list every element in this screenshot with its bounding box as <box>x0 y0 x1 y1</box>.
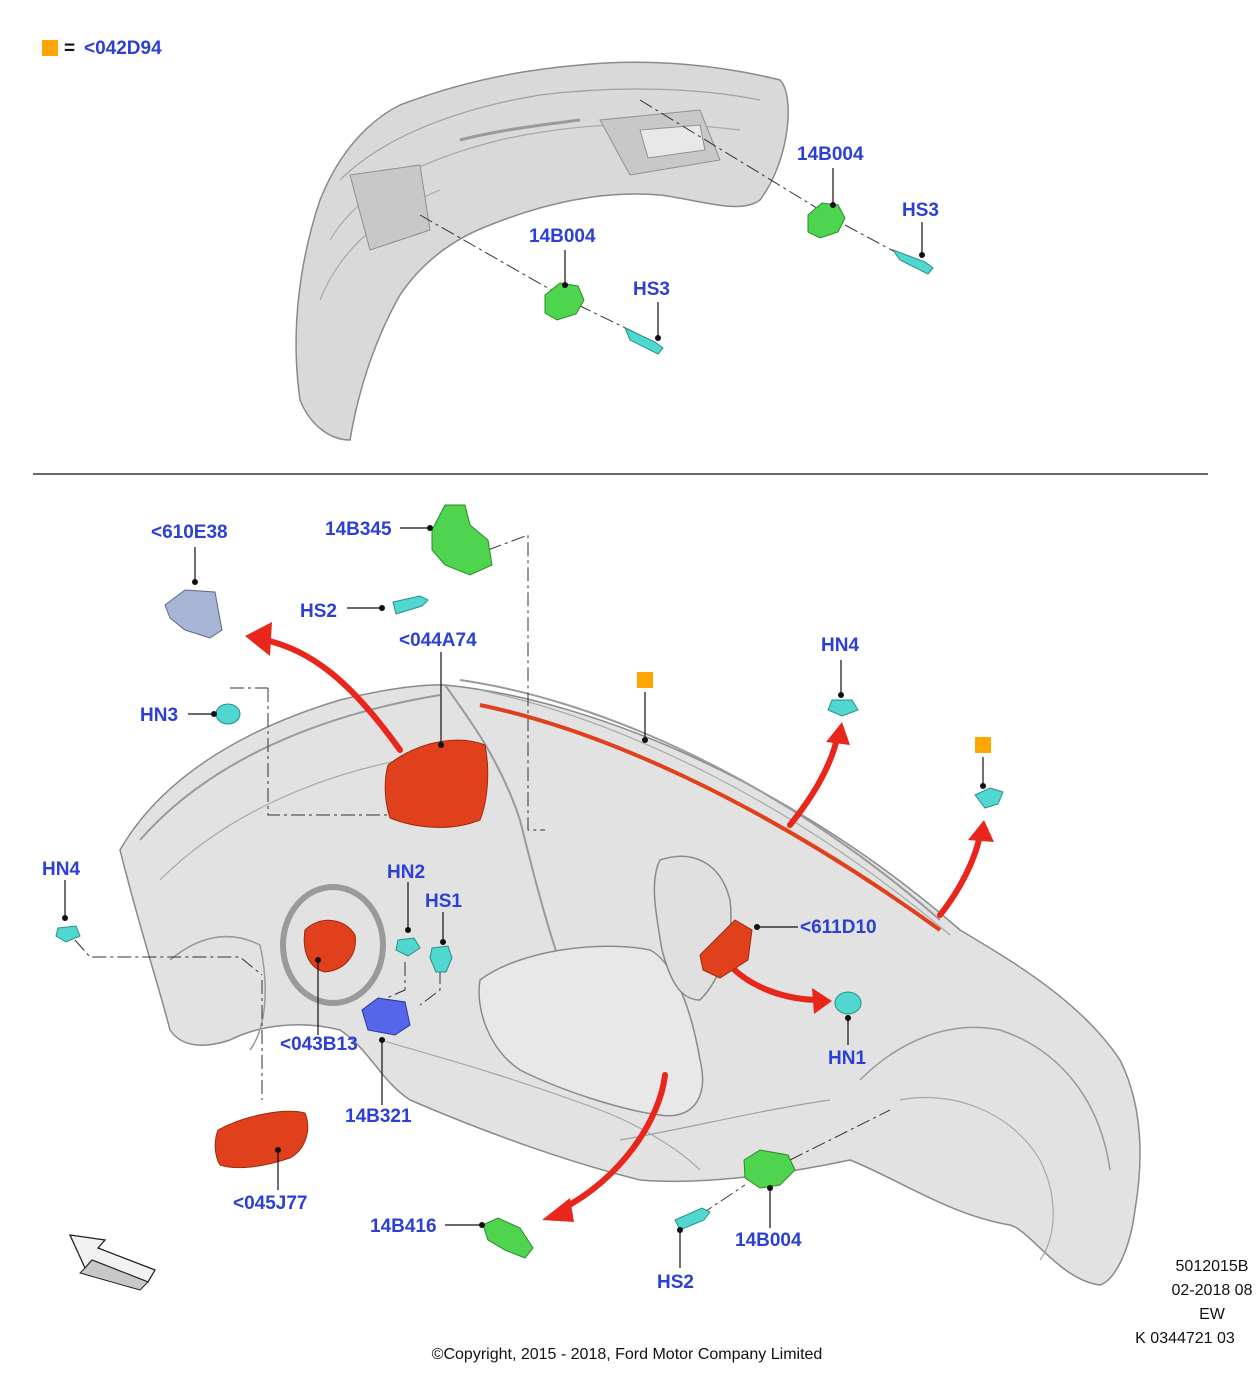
module-611d10 <box>699 919 753 979</box>
callout-hn4-left: HN4 <box>42 859 80 880</box>
diagram-ref: K 0344721 03 <box>1135 1330 1235 1347</box>
screw-hs2-bottom <box>674 1207 711 1231</box>
callout-045j77: <045J77 <box>233 1193 308 1214</box>
bottom-alignment-lines <box>74 534 891 1216</box>
callout-hn2: HN2 <box>387 862 425 883</box>
callout-hn3: HN3 <box>140 705 178 726</box>
callout-14b416: 14B416 <box>370 1216 437 1237</box>
callout-hs2-top: HS2 <box>300 601 337 622</box>
callout-610e38: <610E38 <box>151 522 228 543</box>
orange-square-icon <box>975 737 991 753</box>
callout-hs3-top-left: HS3 <box>633 279 670 300</box>
callout-hn4-right: HN4 <box>821 635 859 656</box>
callout-14b321: 14B321 <box>345 1106 412 1127</box>
nut-hn4-left <box>55 925 81 943</box>
callout-hs2-bottom: HS2 <box>657 1272 694 1293</box>
diagram-date: 02-2018 08 <box>1172 1282 1253 1299</box>
airbag-045j77 <box>214 1110 309 1169</box>
orange-square-icon <box>42 40 58 56</box>
marker-curtain <box>637 672 653 688</box>
screw-hs1 <box>429 945 453 973</box>
callout-14b345: 14B345 <box>325 519 392 540</box>
callout-14b004-top-left: 14B004 <box>529 226 596 247</box>
top-leaders <box>564 168 923 338</box>
legend-equals: = <box>64 38 75 59</box>
sensor-top-right <box>807 202 846 239</box>
callout-hn1: HN1 <box>828 1048 866 1069</box>
bracket-610e38 <box>164 589 223 639</box>
bottom-leaders <box>64 527 984 1268</box>
callout-14b004-bottom: 14B004 <box>735 1230 802 1251</box>
screw-top-right <box>891 248 934 275</box>
direction-arrow-icon <box>68 1234 156 1291</box>
callout-044a74: <044A74 <box>399 630 477 651</box>
callout-611d10: <611D10 <box>800 917 877 938</box>
legend-code: <042D94 <box>84 38 162 59</box>
red-arrows <box>262 637 983 1213</box>
sensor-14b416 <box>482 1217 534 1259</box>
sensor-14b004-bottom <box>743 1149 796 1189</box>
marker-clip <box>974 737 1004 809</box>
sensor-14b345 <box>431 504 493 576</box>
nut-hn4-right <box>827 699 859 717</box>
vehicle-interior-illustration <box>119 679 1141 1286</box>
callout-hs1: HS1 <box>425 891 462 912</box>
nut-hn1 <box>834 991 862 1015</box>
sensor-top-left <box>544 282 585 321</box>
callout-043b13: <043B13 <box>280 1034 358 1055</box>
callout-hs3-top-right: HS3 <box>902 200 939 221</box>
callout-14b004-top-right: 14B004 <box>797 144 864 165</box>
screw-hs2-top <box>392 595 429 615</box>
diagram-id: 5012015B <box>1176 1258 1249 1275</box>
nut-hn2 <box>395 937 421 957</box>
diagram-region: EW <box>1199 1306 1226 1323</box>
legend: = <042D94 <box>42 38 162 59</box>
curtain-airbag <box>479 703 942 932</box>
copyright: ©Copyright, 2015 - 2018, Ford Motor Comp… <box>432 1346 823 1363</box>
front-bumper-illustration <box>295 61 789 441</box>
module-14b321 <box>361 997 411 1036</box>
red-arrowheads <box>245 622 994 1222</box>
screw-top-left <box>624 327 664 355</box>
nut-hn3 <box>215 703 241 725</box>
orange-square-icon <box>637 672 653 688</box>
airbag-044a74 <box>384 739 489 828</box>
